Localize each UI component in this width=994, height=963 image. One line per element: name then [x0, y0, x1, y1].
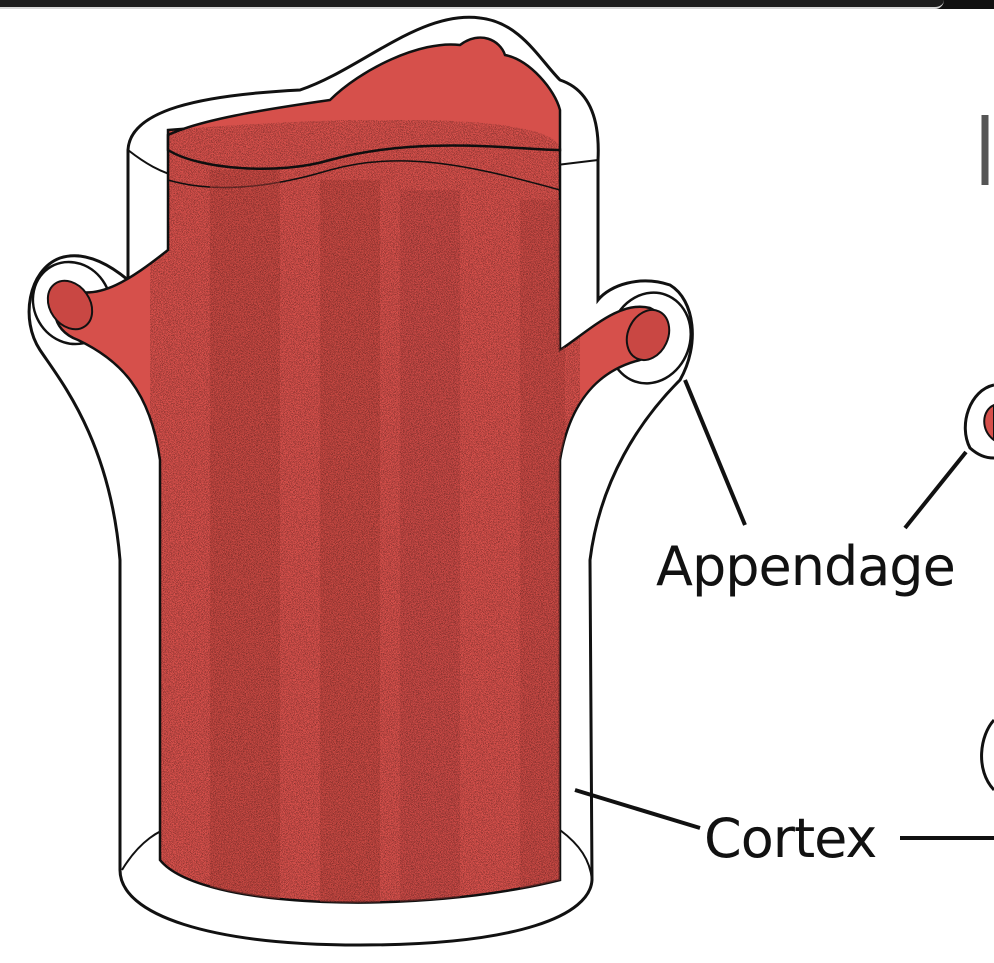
right-partial-curve — [980, 718, 994, 792]
cortex-pointer-line — [574, 788, 701, 830]
cortex-label: Cortex — [704, 807, 877, 870]
right-appendage-pointer — [903, 450, 968, 530]
appendage-pointer-line — [683, 379, 747, 526]
appendage-label: Appendage — [656, 535, 956, 598]
medulla — [46, 36, 671, 904]
right-partial-ring — [963, 383, 994, 460]
top-bar-tab — [0, 0, 944, 9]
top-bar — [0, 0, 994, 9]
